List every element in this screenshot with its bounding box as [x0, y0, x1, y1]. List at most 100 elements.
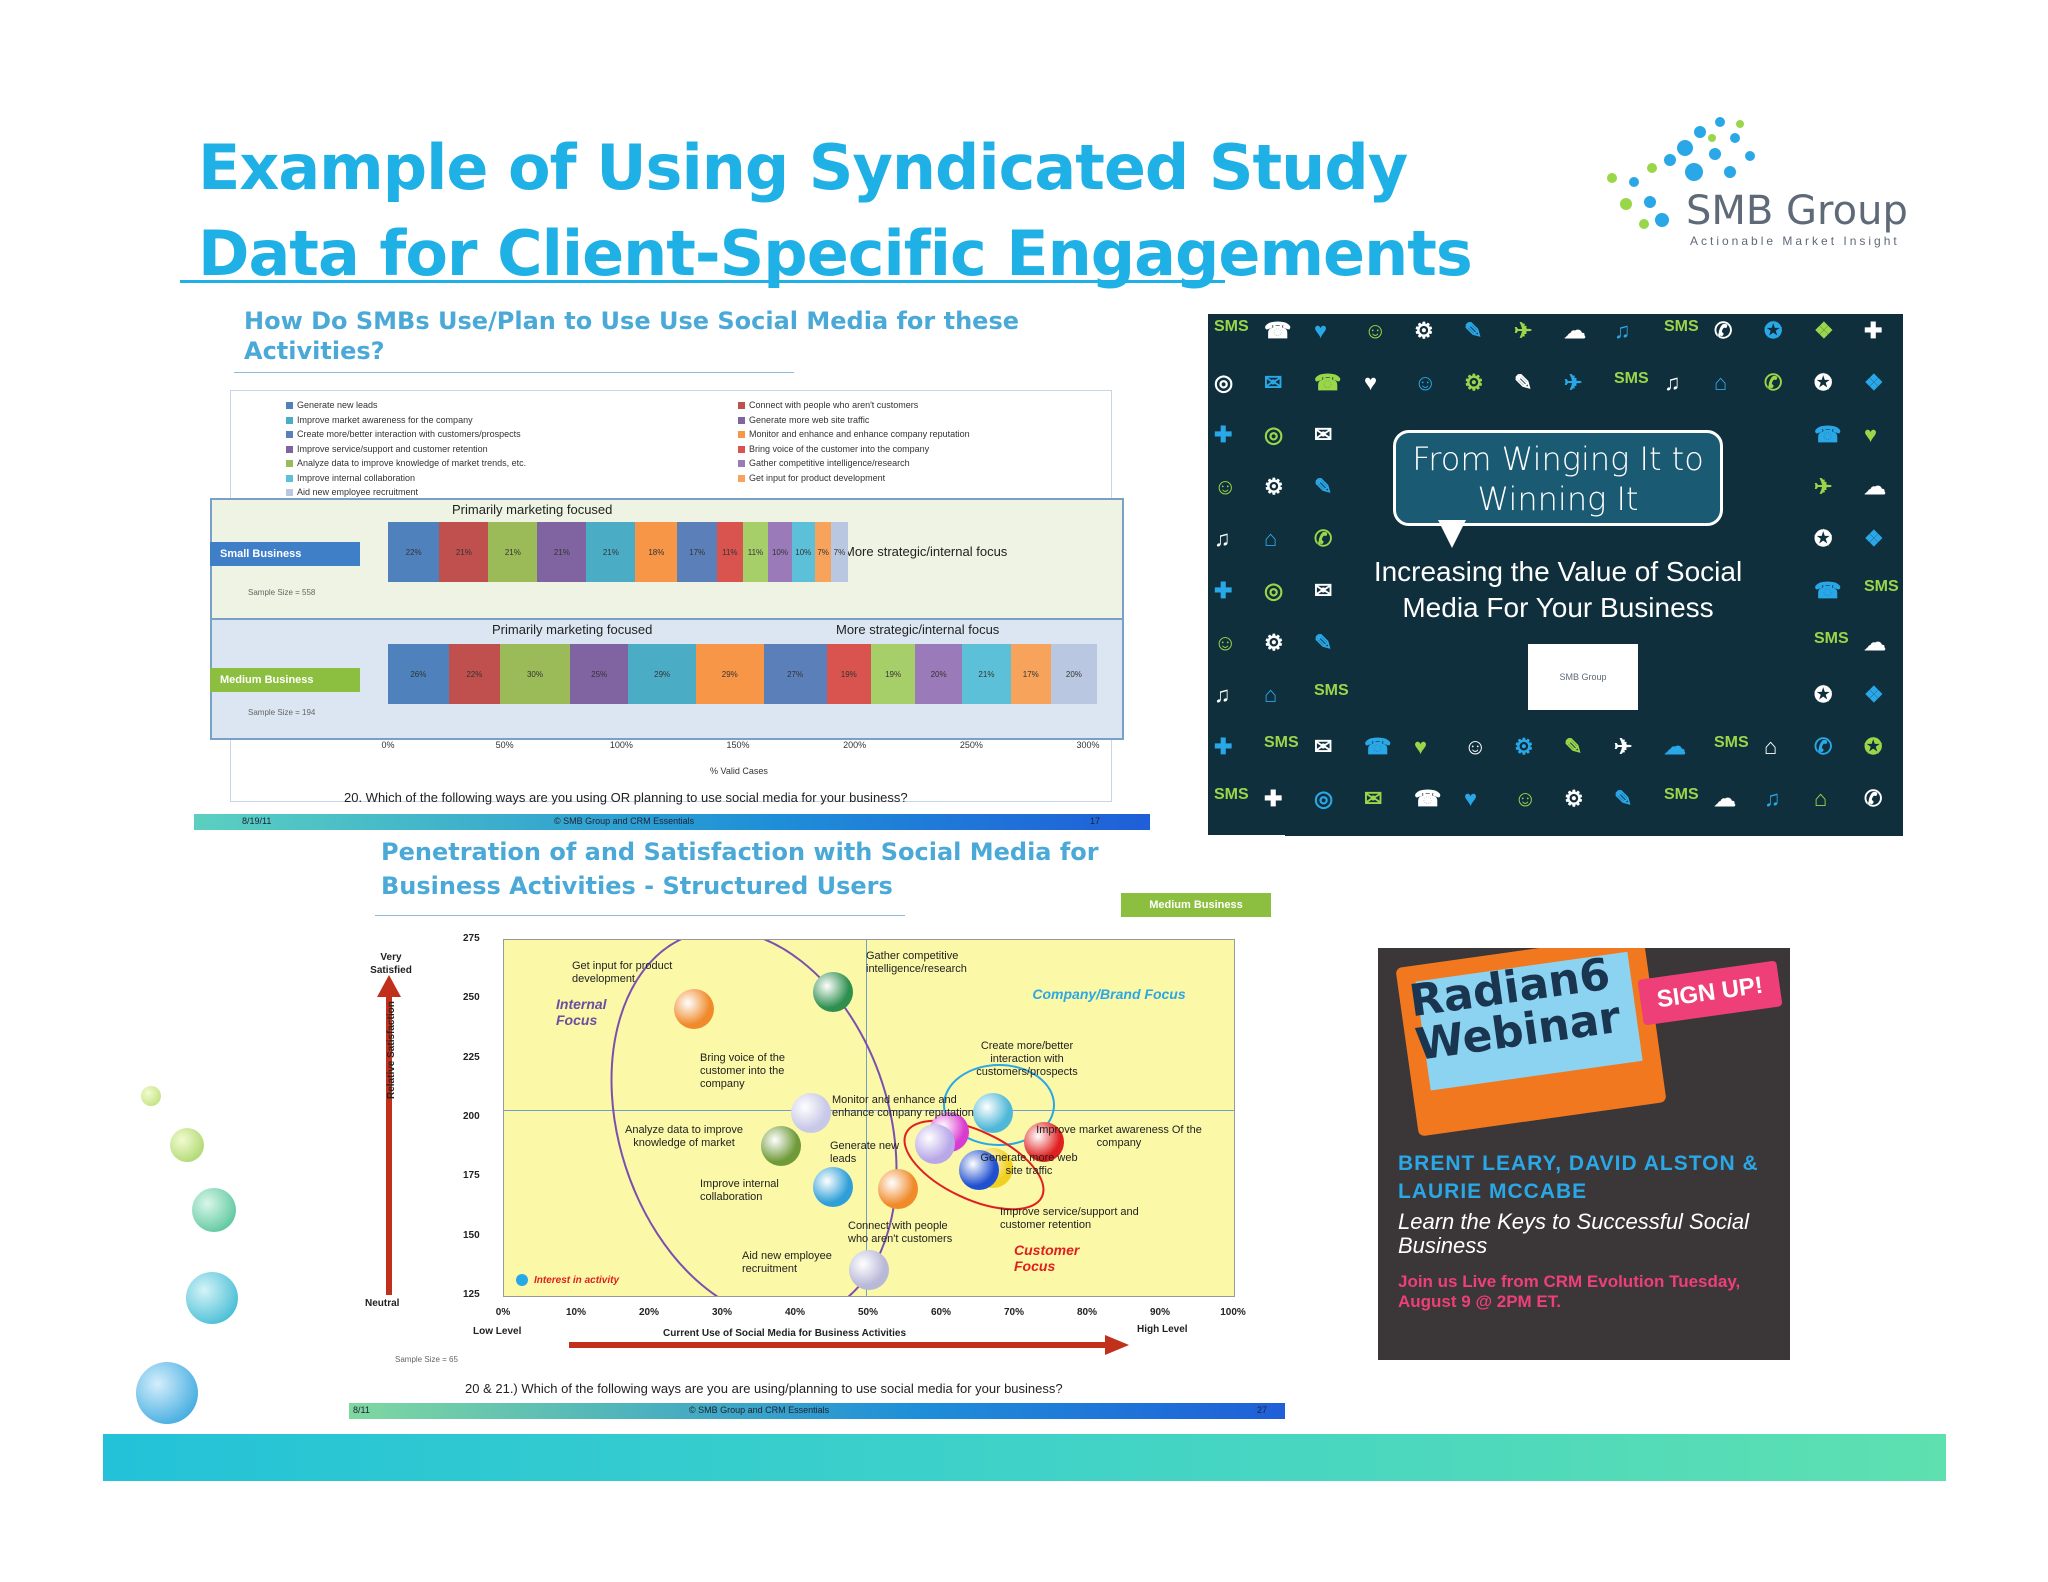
social-glyph-icon: ✉	[1364, 786, 1383, 811]
social-glyph-icon: ☁	[1664, 734, 1686, 759]
social-glyph-icon: ✉	[1314, 422, 1333, 447]
scatter-point	[790, 1093, 831, 1134]
social-glyph-icon: ◎	[1264, 422, 1284, 447]
bar-segment: 17%	[677, 522, 717, 582]
social-glyph-icon: ☺	[1514, 786, 1537, 811]
sms-icon: SMS	[1264, 734, 1299, 751]
legend-text: Bring voice of the customer into the com…	[749, 443, 930, 454]
decor-bubble-1	[141, 1086, 161, 1106]
legend-item: Aid new employee recruitment	[286, 487, 418, 497]
bar-chart-question: 20. Which of the following ways are you …	[344, 790, 908, 805]
social-glyph-icon: ✉	[1314, 734, 1333, 759]
legend-text: Improve service/support and customer ret…	[297, 443, 488, 454]
bar-segment: 22%	[448, 644, 500, 704]
medium-group2-label: More strategic/internal focus	[836, 622, 1000, 637]
social-glyph-icon: ❖	[1864, 370, 1884, 395]
y-tick-label: 175	[463, 1170, 480, 1182]
social-glyph-icon: ♫	[1614, 318, 1631, 343]
social-glyph-icon: ♥	[1314, 318, 1328, 343]
webinar-tagline: Learn the Keys to Successful Social Busi…	[1398, 1209, 1749, 1258]
footer-page: 17	[1090, 816, 1101, 826]
scatter-point	[973, 1093, 1014, 1134]
label-analyze: Analyze data to improve knowledge of mar…	[624, 1124, 743, 1149]
x-tick-label: 10%	[565, 1307, 587, 1318]
y-axis-title: Relative Satisfaction	[386, 1001, 397, 1099]
y-top-label: Very Satisfied	[370, 952, 412, 976]
bar-segment: 19%	[826, 644, 871, 704]
social-glyph-icon: ☺	[1214, 630, 1237, 655]
y-tick-label: 250	[463, 992, 480, 1004]
social-glyph-icon: ✎	[1614, 786, 1633, 811]
legend-text: Generate more web site traffic	[749, 414, 870, 425]
interest-bubble-icon	[516, 1274, 528, 1287]
x-tick-label: 70%	[1003, 1307, 1025, 1318]
scatter-point	[812, 1166, 853, 1207]
logo-dots-icon	[1607, 117, 1755, 229]
bar-segment: 21%	[586, 522, 636, 582]
legend-swatch	[286, 402, 293, 410]
legend-swatch	[738, 460, 745, 468]
bar-segment: 29%	[628, 644, 696, 704]
y-midline	[504, 1110, 1234, 1111]
legend-text: Analyze data to improve knowledge of mar…	[297, 458, 527, 468]
scatter-point	[812, 972, 853, 1013]
x-tick-label: 50%	[495, 740, 514, 750]
legend-item: Connect with people who aren't customers	[738, 400, 918, 410]
small-business-button[interactable]: Small Business	[210, 542, 360, 566]
legend-item: Analyze data to improve knowledge of mar…	[286, 458, 526, 468]
legend-item: Generate new leads	[286, 400, 378, 410]
legend-swatch	[286, 416, 293, 424]
x-right-label: High Level	[1137, 1324, 1188, 1335]
medium-business-tag[interactable]: Medium Business	[1121, 893, 1271, 917]
social-glyph-icon: ✎	[1464, 318, 1483, 343]
social-glyph-icon: ☺	[1214, 474, 1237, 499]
legend-text: Generate new leads	[297, 400, 378, 410]
legend-item: Generate more web site traffic	[738, 415, 869, 425]
legend-swatch	[286, 489, 293, 497]
social-media-graphic: SMS☎♥☺⚙✎✈☁♫SMS✆✪❖✚◎✉☎♥☺⚙✎✈SMS♫⌂✆✪❖✚◎✉☎♥☺…	[1208, 314, 1903, 836]
legend-swatch	[738, 445, 745, 453]
x-left-label: Low Level	[473, 1326, 522, 1337]
social-glyph-icon: ⌂	[1764, 734, 1778, 759]
scatter-point	[958, 1150, 999, 1191]
legend-swatch	[738, 431, 745, 439]
sms-icon: SMS	[1214, 786, 1249, 803]
social-glyph-icon: ✈	[1564, 370, 1583, 395]
bar-segment: 7%	[831, 522, 848, 582]
label-create: Create more/better interaction with cust…	[976, 1040, 1078, 1078]
bar-segment: 21%	[537, 522, 587, 582]
label-input: Get input for product development	[572, 960, 673, 985]
social-glyph-icon: ☺	[1464, 734, 1487, 759]
x-tick-label: 20%	[638, 1307, 660, 1318]
legend-text: Connect with people who aren't customers	[749, 400, 919, 410]
social-glyph-icon: ☁	[1564, 318, 1586, 343]
legend-text: Aid new employee recruitment	[297, 487, 419, 497]
label-gather: Gather competitive intelligence/research	[866, 950, 967, 975]
bar-chart-heading: How Do SMBs Use/Plan to Use Use Social M…	[244, 307, 1020, 365]
bar-segment: 27%	[763, 644, 827, 704]
label-monitor: Monitor and enhance and enhance company …	[832, 1094, 974, 1119]
social-glyph-icon: ✎	[1514, 370, 1533, 395]
medium-group1-label: Primarily marketing focused	[492, 622, 653, 637]
signup-button[interactable]: SIGN UP!	[1637, 960, 1783, 1026]
social-smb-logo: SMB Group	[1528, 644, 1638, 710]
bar-segment: 10%	[791, 522, 815, 582]
label-recruit: Aid new employee recruitment	[742, 1250, 832, 1275]
social-glyph-icon: ☁	[1714, 786, 1736, 811]
social-glyph-icon: ✎	[1564, 734, 1583, 759]
legend-swatch	[738, 474, 745, 482]
social-glyph-icon: ⚙	[1514, 734, 1534, 759]
medium-business-button[interactable]: Medium Business	[210, 668, 360, 692]
interest-note-text: Interest in activity	[534, 1275, 620, 1286]
internal-focus-ellipse	[610, 940, 898, 1296]
social-glyph-icon: ☁	[1864, 474, 1886, 499]
decor-bubble-2	[170, 1128, 204, 1162]
legend-swatch	[286, 431, 293, 439]
social-glyph-icon: ⌂	[1814, 786, 1828, 811]
bar-segment: 11%	[716, 522, 743, 582]
social-glyph-icon: ⌂	[1264, 682, 1278, 707]
radian6-webinar-ad[interactable]: Radian6 Webinar SIGN UP! BRENT LEARY, DA…	[1378, 948, 1790, 1360]
social-glyph-icon: ✪	[1814, 682, 1833, 707]
medium-business-bar: 26%22%30%25%29%29%27%19%19%20%21%17%20%	[388, 644, 1098, 704]
y-tick-label: 225	[463, 1051, 480, 1063]
